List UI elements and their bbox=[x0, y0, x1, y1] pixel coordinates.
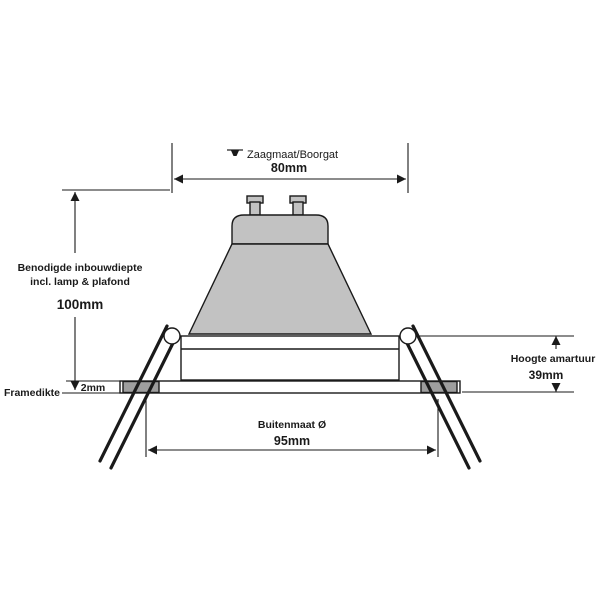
dim-depth: Benodigde inbouwdiepte incl. lamp & plaf… bbox=[8, 189, 170, 390]
depth-dim-label-line2: incl. lamp & plafond bbox=[30, 276, 130, 288]
recessed-light-icon bbox=[227, 149, 243, 156]
height-dim-label: Hoogte amartuur bbox=[511, 353, 596, 365]
lamp-pin-stem-left bbox=[249, 201, 261, 216]
dim-outer: Buitenmaat Ø 95mm bbox=[145, 399, 439, 457]
spring-clip-left-outer bbox=[98, 324, 169, 463]
arrowhead-down bbox=[70, 381, 80, 390]
pivot-left bbox=[163, 327, 181, 345]
dim-fixture-height: Hoogte amartuur 39mm bbox=[418, 335, 600, 393]
fixture-can bbox=[180, 335, 400, 381]
outer-dim-value: 95mm bbox=[274, 434, 310, 448]
height-dim-value: 39mm bbox=[529, 368, 564, 382]
arrowhead-right bbox=[427, 445, 436, 455]
label-backdrop bbox=[506, 349, 600, 383]
outer-dim-label: Buitenmaat Ø bbox=[258, 419, 326, 431]
dim-frame-thickness: Framedikte 2mm bbox=[4, 380, 121, 399]
pivot-right bbox=[399, 327, 417, 345]
fixture-flange bbox=[119, 380, 461, 394]
lamp-pin-stem-right bbox=[292, 201, 304, 216]
lamp-body bbox=[187, 243, 373, 335]
lamp-neck bbox=[231, 214, 329, 245]
spring-clip-right-inner bbox=[400, 331, 471, 470]
arrowhead-up bbox=[551, 336, 561, 345]
depth-dim-label-line1: Benodigde inbouwdiepte bbox=[18, 262, 143, 274]
cutout-dim-value: 80mm bbox=[271, 161, 307, 175]
label-backdrop bbox=[8, 253, 154, 317]
gu10-lamp bbox=[187, 195, 373, 335]
dim-cutout: Zaagmaat/Boorgat 80mm bbox=[171, 143, 409, 193]
arrowhead-up bbox=[70, 192, 80, 201]
arrowhead-left bbox=[174, 174, 183, 184]
frame-dim-value: 2mm bbox=[81, 382, 106, 394]
depth-dim-value: 100mm bbox=[57, 297, 104, 312]
spring-clip-left-inner bbox=[109, 331, 180, 470]
arrowhead-left bbox=[148, 445, 157, 455]
frame-dim-label: Framedikte bbox=[4, 387, 60, 399]
arrowhead-down bbox=[551, 383, 561, 392]
spring-clip-right-outer bbox=[411, 324, 482, 463]
fixture bbox=[98, 324, 482, 470]
cutout-dim-label: Zaagmaat/Boorgat bbox=[247, 149, 338, 161]
icon-lamp-shape bbox=[231, 150, 239, 156]
arrowhead-right bbox=[397, 174, 406, 184]
